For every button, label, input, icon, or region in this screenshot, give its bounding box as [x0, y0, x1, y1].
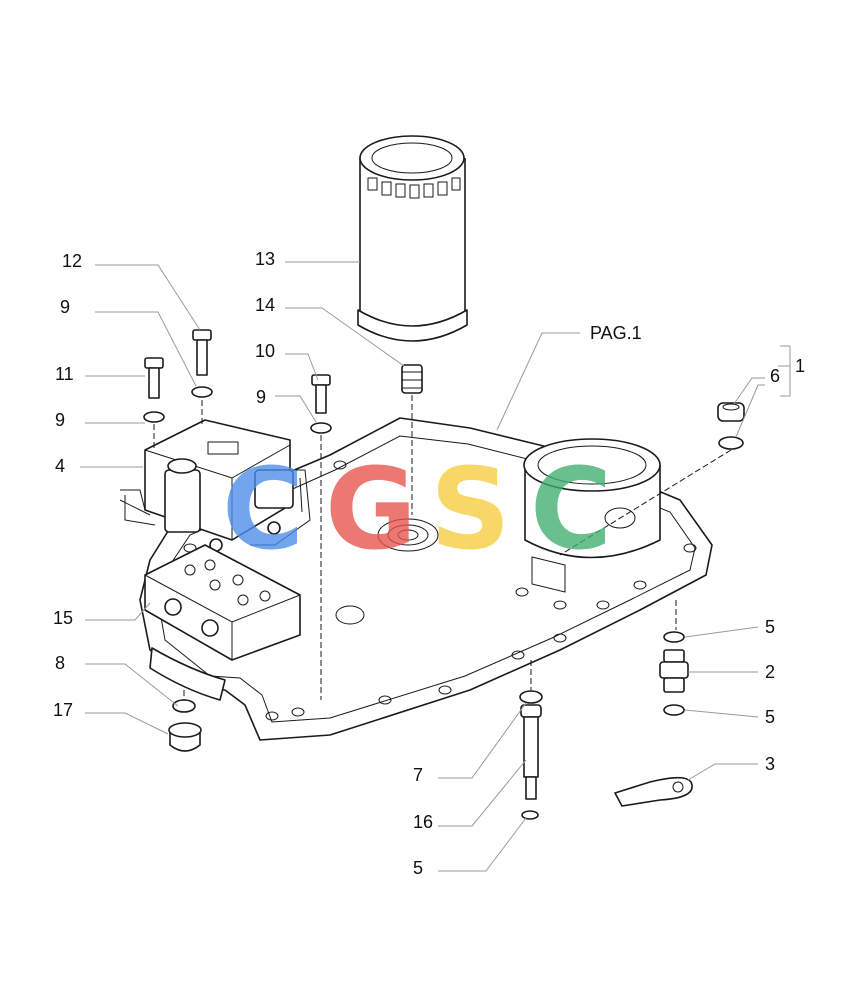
watermark-letter-3: S: [430, 445, 511, 575]
callout-13: 13: [255, 249, 275, 269]
watermark-letter-4: C: [530, 445, 612, 575]
washer-9-middle: [310, 422, 332, 434]
callout-9-upper: 9: [60, 297, 70, 317]
watermark-letter-2: G: [325, 445, 417, 575]
washer-9-left: [143, 411, 165, 423]
callout-16: 16: [413, 812, 433, 832]
washer-9-upper: [191, 386, 213, 398]
callout-12: 12: [62, 251, 82, 271]
filter-adapter-fitting: [401, 364, 423, 394]
filter-seat: [377, 518, 439, 552]
callout-5-upper: 5: [765, 617, 775, 637]
leader-lines: [80, 261, 791, 872]
callout-3: 3: [765, 754, 775, 774]
plug-1: [717, 402, 745, 422]
bolt-11: [144, 357, 164, 399]
manifold-ports: [184, 559, 271, 606]
washer-7: [519, 690, 543, 704]
callout-6: 6: [770, 366, 780, 386]
callout-5-bottom: 5: [413, 858, 423, 878]
washer-5-bottom: [521, 810, 539, 820]
callout-7: 7: [413, 765, 423, 785]
bolt-12: [192, 329, 212, 376]
clip-3: [614, 776, 693, 807]
valve-body: [119, 419, 311, 552]
callout-8: 8: [55, 653, 65, 673]
callout-9-left: 9: [55, 410, 65, 430]
callout-2: 2: [765, 662, 775, 682]
pin-16: [520, 704, 542, 800]
cgsc-watermark: C G S C: [222, 445, 612, 575]
fitting-2: [659, 649, 689, 693]
plate-lug: [531, 556, 566, 593]
callout-14: 14: [255, 295, 275, 315]
callout-pag: PAG.1: [590, 323, 642, 343]
callout-5-lower: 5: [765, 707, 775, 727]
washer-5-lower: [663, 704, 685, 716]
cylindrical-boss: [523, 438, 661, 559]
callout-10: 10: [255, 341, 275, 361]
seal-6: [718, 436, 744, 450]
washer-8: [172, 699, 196, 713]
plug-17: [168, 722, 202, 752]
callout-4: 4: [55, 456, 65, 476]
callout-11: 11: [55, 364, 74, 384]
callout-9-middle: 9: [256, 387, 266, 407]
oil-filter: [357, 135, 468, 342]
callout-labels: 12 13 9 14 PAG.1 10 1 6 11 9 9 4 15 5 2 …: [53, 249, 805, 878]
callout-1: 1: [795, 356, 805, 376]
filter-slots: [367, 177, 461, 199]
bolt-10: [311, 374, 331, 414]
callout-17: 17: [53, 700, 73, 720]
washer-5-upper: [663, 631, 685, 643]
manifold-block: [144, 544, 301, 701]
watermark-letter-1: C: [222, 445, 304, 575]
assembly-axes: [153, 395, 732, 700]
callout-15: 15: [53, 608, 73, 628]
